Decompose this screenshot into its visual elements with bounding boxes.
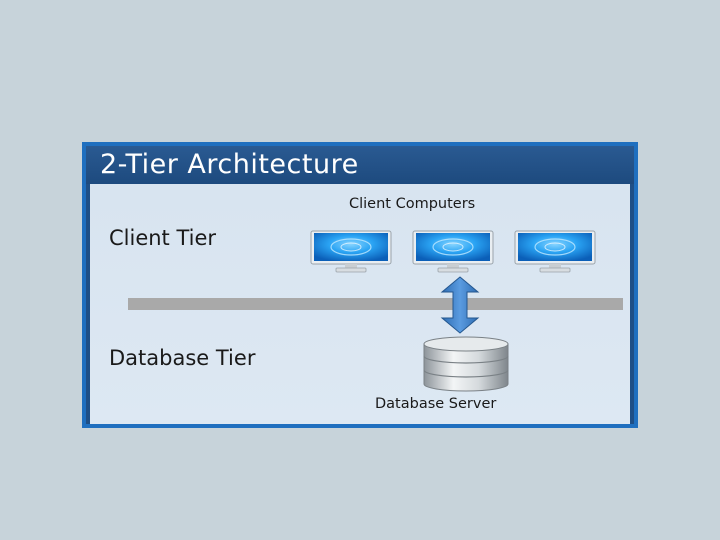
bidirectional-arrow-icon	[440, 276, 480, 334]
client-monitor-icon-2	[412, 230, 494, 273]
database-server-label: Database Server	[375, 396, 497, 412]
client-monitor-icon-3	[514, 230, 596, 273]
client-tier-label: Client Tier	[109, 226, 217, 250]
diagram-title: 2-Tier Architecture	[100, 149, 359, 180]
database-cylinder-icon	[423, 336, 509, 392]
diagram-frame: 2-Tier Architecture Client Computers Cli…	[82, 142, 638, 428]
client-computers-label: Client Computers	[349, 196, 476, 212]
database-tier-label: Database Tier	[109, 346, 256, 370]
diagram-panel: Client Computers Client Tier	[90, 184, 630, 424]
network-line	[128, 298, 623, 310]
client-monitor-icon-1	[310, 230, 392, 273]
title-bar: 2-Tier Architecture	[86, 146, 634, 184]
